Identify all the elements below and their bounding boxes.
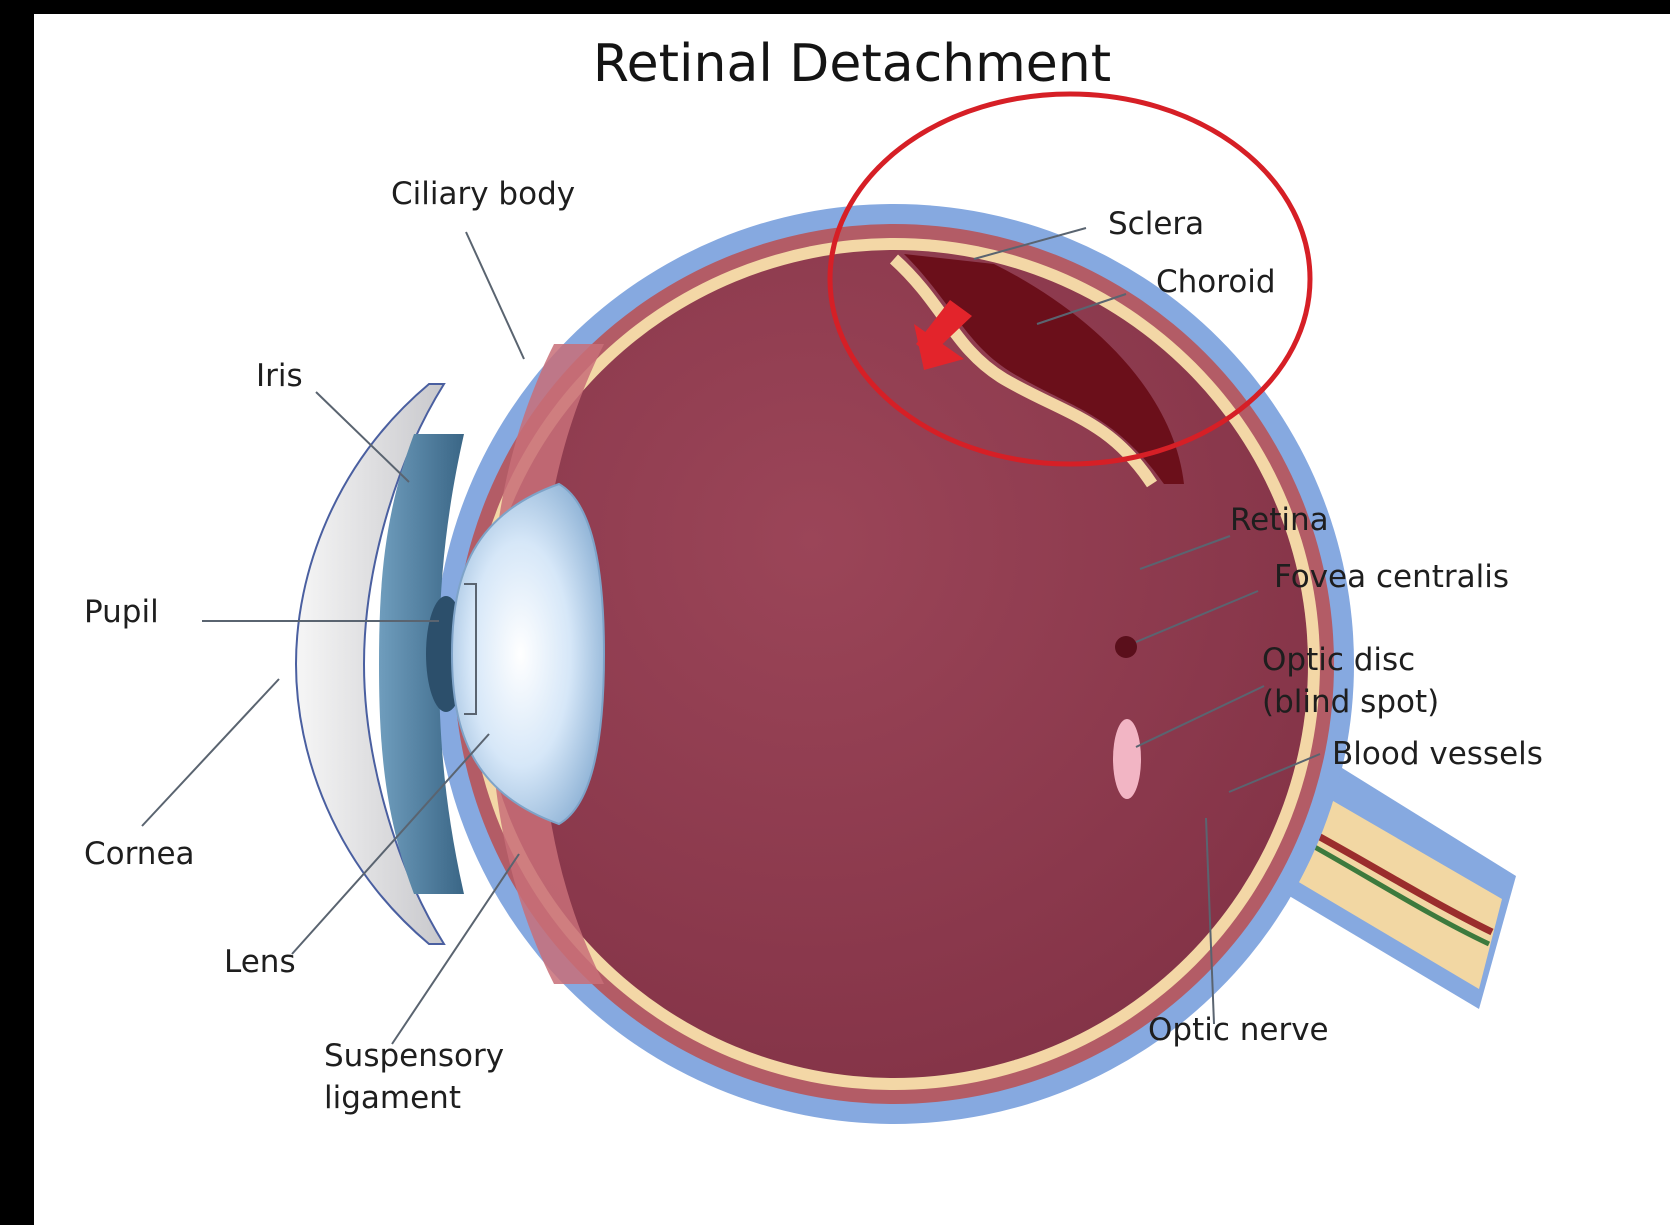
label-cornea: Cornea <box>84 836 195 873</box>
leader-cornea <box>142 679 279 826</box>
label-optic-disc-line1: Optic disc <box>1262 642 1415 679</box>
leader-ciliary-body <box>466 232 524 359</box>
label-retina: Retina <box>1230 502 1329 539</box>
label-pupil: Pupil <box>84 594 159 631</box>
label-suspensory-ligament-line1: Suspensory <box>324 1038 504 1075</box>
optic-disc-spot <box>1113 719 1141 799</box>
label-optic-disc-line2: (blind spot) <box>1262 684 1439 721</box>
label-optic-nerve: Optic nerve <box>1148 1012 1329 1049</box>
label-suspensory-ligament-line2: ligament <box>324 1080 461 1117</box>
label-iris: Iris <box>256 358 303 395</box>
diagram-canvas: Retinal Detachment Ciliary body Sclera C… <box>34 14 1670 1225</box>
eye-diagram <box>34 14 1670 1225</box>
label-choroid: Choroid <box>1156 264 1276 301</box>
label-sclera: Sclera <box>1108 206 1204 243</box>
fovea-centralis-dot <box>1115 636 1137 658</box>
label-fovea-centralis: Fovea centralis <box>1274 559 1509 596</box>
diagram-title: Retinal Detachment <box>34 34 1670 94</box>
label-blood-vessels: Blood vessels <box>1332 736 1543 773</box>
label-lens: Lens <box>224 944 296 981</box>
label-ciliary-body: Ciliary body <box>391 176 575 213</box>
